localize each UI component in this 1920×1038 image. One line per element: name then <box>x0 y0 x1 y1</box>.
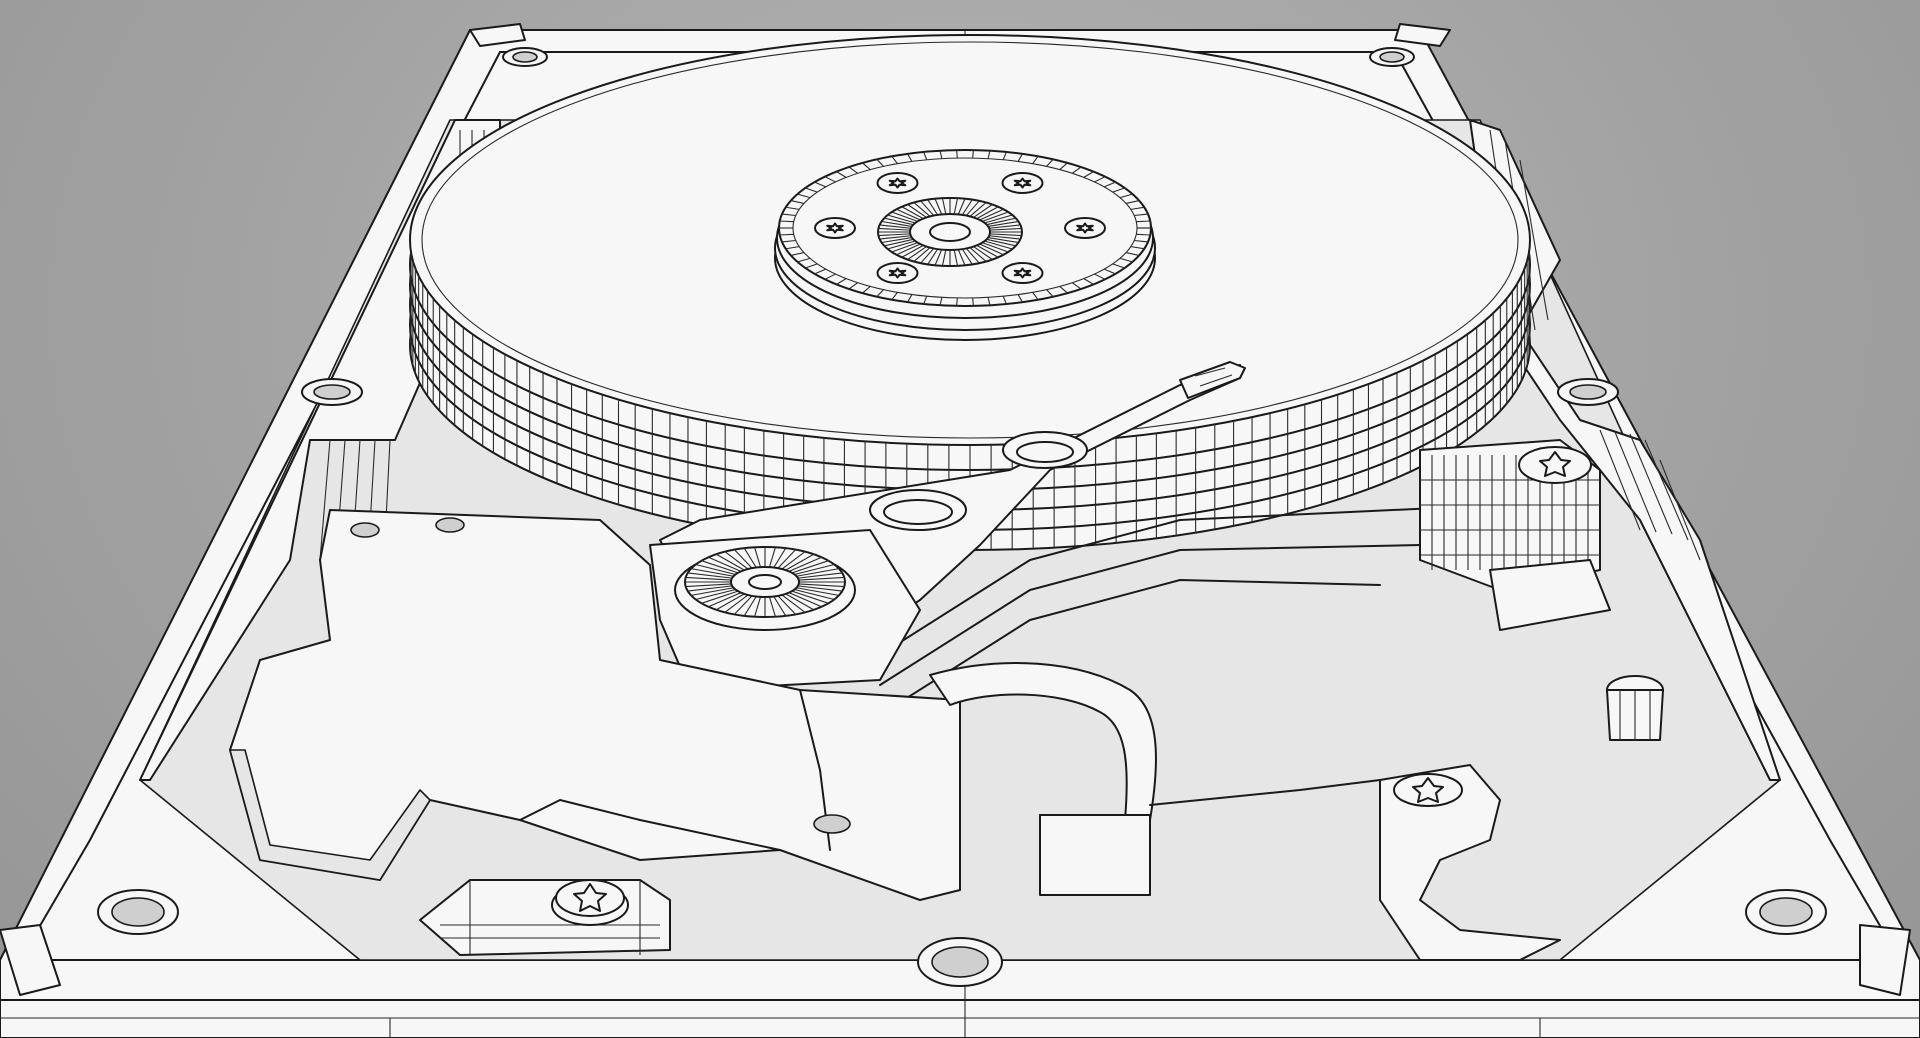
ramp-screw <box>1518 446 1592 484</box>
mount-hole-bottom-center <box>917 937 1003 987</box>
spindle-screw-ring <box>814 171 1106 285</box>
corner-tab-bottom-right <box>1859 924 1911 996</box>
corner-tab-top-left <box>469 23 526 47</box>
mount-hole-top-left <box>502 47 548 67</box>
mount-hole-top-right <box>1369 47 1415 67</box>
mounting-holes <box>97 47 1827 987</box>
spindle-screw <box>876 171 919 194</box>
mount-hole-bottom-right <box>1745 889 1827 935</box>
mount-hole-mid-left <box>301 378 363 406</box>
spindle-hub <box>774 149 1156 341</box>
spindle-screw <box>1001 262 1044 285</box>
actuator-pivot <box>649 529 921 691</box>
coil-screw <box>551 879 629 926</box>
corner-tab-bottom-left <box>0 924 61 996</box>
spindle-screw <box>1064 217 1106 239</box>
corner-tab-top-right <box>1394 23 1451 47</box>
casing-front-face <box>0 999 1920 1038</box>
mount-hole-bottom-left <box>97 889 179 935</box>
spindle-screw <box>1001 171 1044 194</box>
flex-ribbon-cable <box>929 662 1157 896</box>
spindle-screw <box>814 217 856 239</box>
spindle-screw <box>876 262 919 285</box>
mount-hole-mid-right <box>1557 378 1619 406</box>
corner-tabs <box>0 23 1911 996</box>
right-lower-bracket <box>1149 675 1664 961</box>
